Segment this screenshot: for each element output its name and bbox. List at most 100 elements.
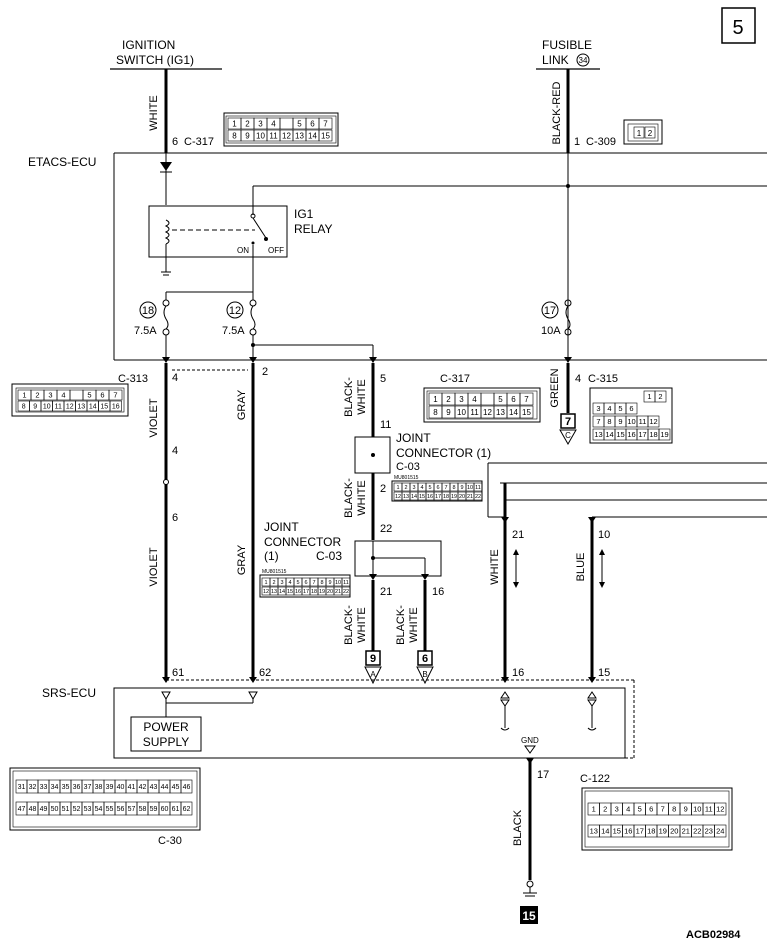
gnd-label: GND [521,736,539,745]
connector-cell-label: 34 [51,784,59,791]
wire-color-bw-1b: WHITE [356,379,368,414]
offpage-b-label: B [422,670,427,679]
c122-label: C-122 [580,773,610,785]
connector-cell-label: 41 [128,784,136,791]
connector-cell-label: 37 [84,784,92,791]
connector-cell-label: 3 [615,805,619,814]
connector-cell [519,392,534,406]
offpage-c-icon [559,429,577,446]
connector-cell-label: 3 [258,119,263,128]
connector-cell-label: 8 [320,580,323,586]
offpage-a-number: 9 [370,653,376,665]
c309-connector-face: 1 2 [623,119,663,145]
connector-cell [473,482,483,492]
connector-cell-label: 19 [319,589,325,595]
connector-cell-label: 51 [62,806,70,813]
connector-cell-label: 21 [335,589,341,595]
connector-cell-label: 11 [470,408,479,417]
connector-cell-label: 2 [35,391,39,400]
svg-text:1: 1 [637,129,642,138]
connector-cell-label: 35 [62,784,70,791]
relay-label-line1: IG1 [294,207,314,221]
connector-cell-label: 20 [670,827,678,836]
connector-cell-label: 16 [427,494,433,500]
green-top-pin: 4 [575,373,581,385]
connector-cell-label: 8 [452,485,455,491]
connector-cell-label: 7 [596,417,600,426]
connector-cell [318,129,333,142]
connector-cell-label: 18 [311,589,317,595]
connector-cell-label: 20 [327,589,333,595]
connector-cell [473,491,483,501]
violet-top-pin: 4 [172,372,178,384]
connector-cell-label: 7 [113,391,117,400]
connector-cell-label: 5 [638,805,642,814]
connector-cell [654,390,667,403]
connector-cell-label: 10 [457,408,466,417]
connector-cell-label: 19 [659,827,667,836]
connector-cell-label: 10 [256,131,265,140]
connector-cell-label: 31 [18,784,26,791]
connector-cell-label: 12 [649,417,657,426]
connector-cell-label: 2 [446,395,451,404]
connector-cell-label: 12 [395,494,401,500]
wire-color-white: WHITE [148,95,160,130]
connector-cell-label: 1 [647,392,651,401]
connector-cell-label: 4 [607,404,611,413]
c313-label: C-313 [118,373,148,385]
connector-cell-label: 56 [117,806,125,813]
connector-cell-label: 11 [705,805,713,814]
etacs-ecu-label: ETACS-ECU [28,155,96,169]
ignition-label-line1: IGNITION [122,38,175,52]
connector-cell-label: 11 [639,417,647,426]
connector-cell-label: 11 [475,485,481,491]
connector-cell-label: 5 [297,119,302,128]
connector-cell-label: 44 [161,784,169,791]
ground-number: 15 [522,909,536,923]
fuse-12-rating: 7.5A [222,325,245,337]
connector-cell-label: 14 [509,408,518,417]
srs-io-symbol-15 [587,691,597,731]
srs-15-pin: 15 [598,667,610,679]
connector-cell [519,405,534,419]
fus-pin: 1 [574,136,580,148]
connector-cell-label: 1 [433,395,438,404]
joint-label-lower-3: (1) [264,549,279,563]
connector-cell-label: 5 [296,580,299,586]
wire-color-gray-top: GRAY [236,389,248,420]
connector-cell [341,577,351,587]
c309-label: C-309 [586,136,616,148]
connector-cell-label: 13 [496,408,505,417]
relay-on-label: ON [237,246,249,255]
connector-cell-label: 38 [95,784,103,791]
connector-cell-label: 3 [48,391,52,400]
wire-color-bw-2a: BLACK- [343,478,355,518]
connector-cell-label: 4 [271,119,276,128]
gnd-17-pin: 17 [537,769,549,781]
connector-cell-label: 17 [435,494,441,500]
connector-cell-label: 40 [117,784,125,791]
connector-cell-label: 19 [660,430,668,439]
page-number: 5 [732,17,743,39]
connector-cell [480,392,495,406]
ignition-label-line2: SWITCH (IG1) [116,53,194,67]
connector-cell-label: 54 [95,806,103,813]
c317-label-mid: C-317 [440,373,470,385]
connector-cell-label: 7 [661,805,665,814]
fuse-17-icon [565,305,571,330]
connector-cell-label: 10 [467,485,473,491]
fusible-number: 34 [579,56,588,65]
connector-cell [647,415,660,428]
connector-cell-label: 7 [323,119,328,128]
wire-color-bw-3a: BLACK- [343,605,355,645]
connector-cell [625,402,638,415]
c315-pin-number: 7 [565,416,571,428]
connector-cell-label: 57 [128,806,136,813]
connector-cell-label: 13 [77,404,85,411]
connector-cell-label: 16 [624,827,632,836]
connector-cell [108,389,123,401]
connector-cell-label: 32 [29,784,37,791]
